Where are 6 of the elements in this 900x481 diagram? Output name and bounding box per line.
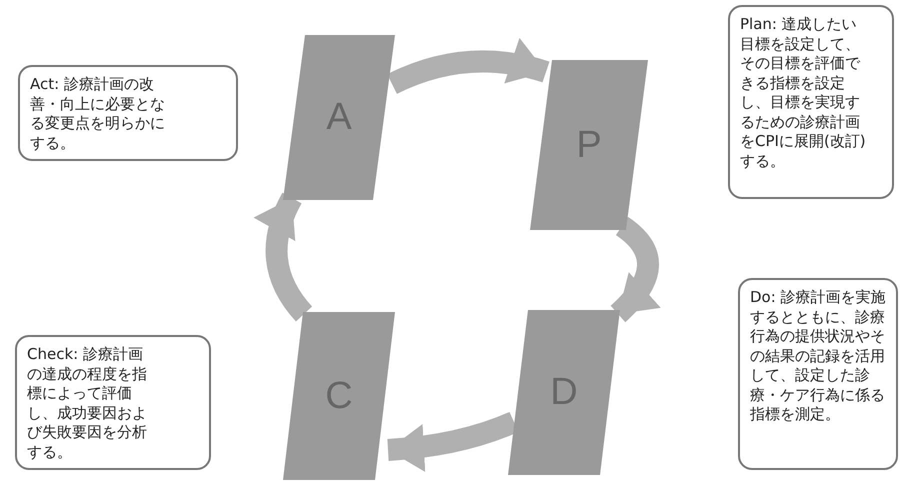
curved-arrow [610, 217, 661, 322]
description-box: Check: 診療計画の達成の程度を指標によって評価し、成功要因および失敗要因を分析する。 [15, 335, 211, 470]
description-box: Plan: 達成したい目標を設定して、その目標を評価できる指標を設定し、目標を実現するための診療計画をCPIに展開(改訂)する。 [728, 5, 894, 199]
description-box: Do: 診療計画を実施するとともに、診療行為の提供状況やその結果の記録を活用して、設定した診療・ケア行為に係る指標を測定。 [738, 278, 898, 470]
curved-arrow [387, 38, 550, 94]
description-box: Act: 診療計画の改善・向上に必要となる変更点を明らかにする。 [18, 65, 238, 161]
